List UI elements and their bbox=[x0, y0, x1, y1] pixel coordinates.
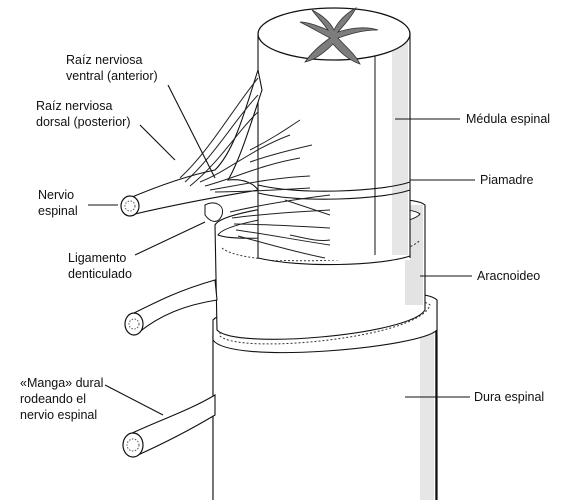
label-aracnoideo: Aracnoideo bbox=[477, 269, 540, 283]
label-manga-dural: «Manga» dural rodeando el nervio espinal bbox=[20, 376, 107, 422]
spinal-cord-cylinder bbox=[258, 30, 410, 265]
ligamento-shape bbox=[205, 203, 223, 221]
lower-nerve-1 bbox=[125, 280, 217, 335]
label-medula: Médula espinal bbox=[466, 112, 550, 126]
label-piamadre: Piamadre bbox=[480, 173, 534, 187]
label-dura: Dura espinal bbox=[474, 390, 544, 404]
label-raiz-dorsal: Raíz nerviosa dorsal (posterior) bbox=[36, 99, 130, 129]
spinal-nerve-end bbox=[121, 196, 139, 216]
label-nervio-espinal: Nervio espinal bbox=[38, 188, 78, 218]
label-raiz-ventral: Raíz nerviosa ventral (anterior) bbox=[66, 53, 158, 83]
label-ligamento: Ligamento denticulado bbox=[68, 251, 132, 281]
lower-nerve-2 bbox=[123, 395, 215, 457]
